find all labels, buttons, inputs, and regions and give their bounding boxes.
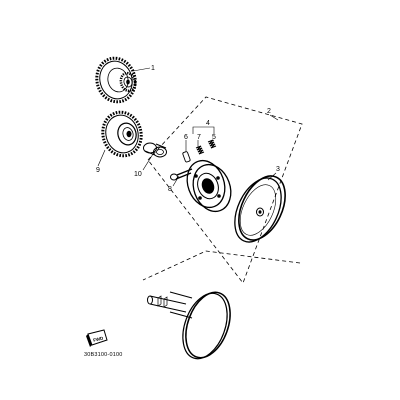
callout-6: 6 [184,134,188,141]
callout-1: 1 [151,65,155,72]
assembly-2-boundary [147,96,303,284]
diagram-code: 30B3100-0100 [84,352,123,358]
front-direction-label: FWD [93,335,105,343]
crankshaft [147,291,231,360]
part-1-gear-assembly [95,56,137,104]
part-7-spring [195,145,205,155]
front-direction-icon: FWD [86,329,108,347]
lower-dashed-outline [142,250,301,281]
part-10-bushing [143,142,167,158]
callout-9: 9 [96,167,100,174]
part-3-drum [234,175,286,243]
part-6-pin [182,151,191,163]
callout-5: 5 [212,134,216,141]
callout-4: 4 [206,120,210,127]
callout-2: 2 [267,108,271,115]
part-9-gear [101,110,143,158]
callout-10: 10 [134,171,142,178]
callout-3: 3 [276,166,280,173]
callout-8: 8 [168,186,172,193]
part-5-spring [207,139,217,149]
leader-lines [97,67,279,187]
clutch-hub [186,159,232,213]
callout-7: 7 [197,134,201,141]
